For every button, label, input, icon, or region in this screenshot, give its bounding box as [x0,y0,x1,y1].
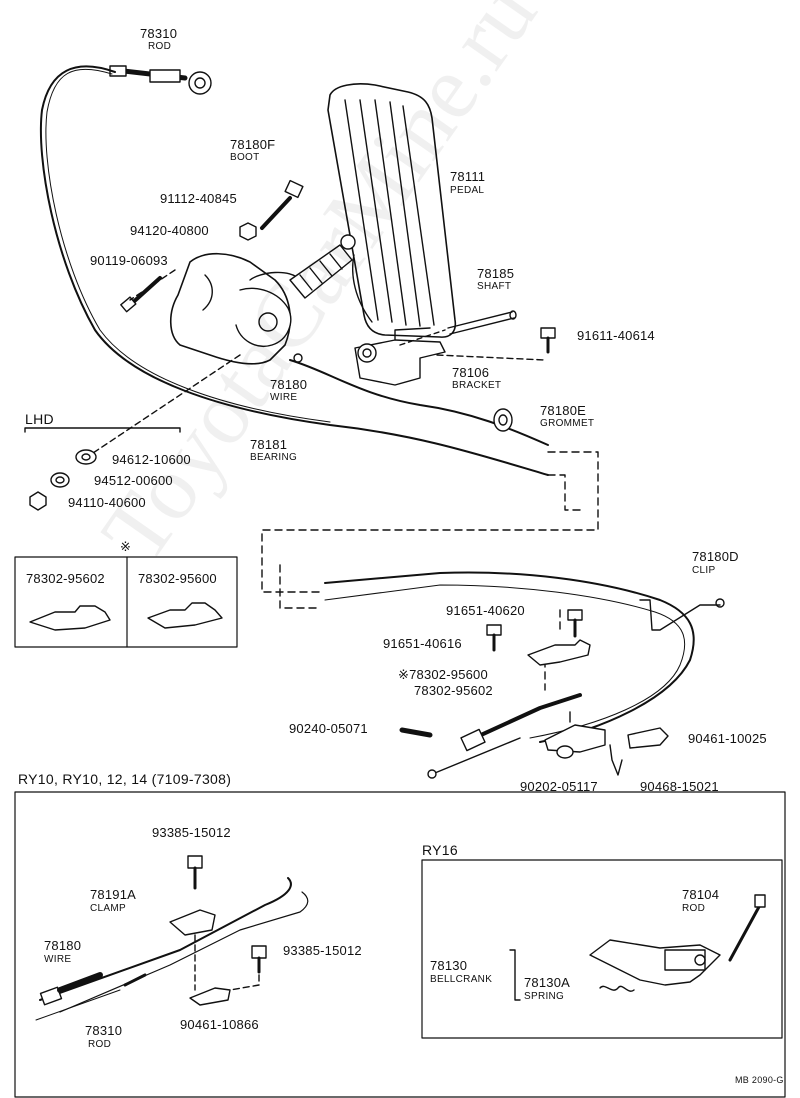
lhd-label: LHD [25,411,54,427]
part-90202-label: 90202-05117 [520,779,598,794]
part-78130A-label: 78130A [524,975,571,990]
bracket-78302 [527,639,591,666]
clip-label: CLIP [692,565,716,576]
shaft-label: SHAFT [477,281,512,292]
nut-94120 [239,222,257,241]
part-90119-label: 90119-06093 [90,253,168,268]
adjuster-rod [427,693,582,779]
part-78180-ry10-label: 78180 [44,938,82,953]
part-94612-label: 94612-10600 [112,452,191,467]
part-78185-label: 78185 [477,266,515,281]
nut-94512 [50,472,70,488]
bolt-91611 [436,327,556,361]
rod-ry16-label: ROD [682,903,706,914]
ry16-box [421,859,783,1039]
ry10-header: RY10, RY10, 12, 14 (7109-7308) [18,771,232,787]
rod-label: ROD [148,41,172,52]
wire-label: WIRE [270,392,298,403]
asterisk-mark: ※ [120,539,132,554]
pin-90240 [399,727,433,738]
part-93385-a-label: 93385-15012 [152,825,231,840]
washer-90202 [556,745,574,759]
grommet-78180E [493,408,513,432]
bearing-assembly-78181 [169,252,301,365]
part-78104-label: 78104 [682,887,720,902]
pedal-shaft-78185 [399,310,517,346]
bracket-variant-right-label: 78302-95600 [138,571,217,586]
part-78130-label: 78130 [430,958,468,973]
part-78310-label: 78310 [140,26,178,41]
grommet-label: GROMMET [540,418,595,429]
footer-code: MB 2090-G [735,1075,784,1085]
clamp-label: CLAMP [90,903,126,914]
pedal-label: PEDAL [450,185,485,196]
nut-94612 [75,449,97,465]
part-78106-label: 78106 [452,365,490,380]
bracket-label: BRACKET [452,380,502,391]
part-78111-label: 78111 [450,169,486,184]
pedal-bracket-78106 [354,327,446,386]
screw-90119 [120,276,162,313]
bracket-lower-mid [544,711,606,753]
rod-ry10-label: ROD [88,1039,112,1050]
part-78180-wire-label: 78180 [270,377,308,392]
part-94512-label: 94512-00600 [94,473,173,488]
part-78180E-label: 78180E [540,403,587,418]
part-91651-40616-label: 91651-40616 [383,636,462,651]
bracket-variant-left-label: 78302-95602 [26,571,105,586]
part-90468-label: 90468-15021 [640,779,719,794]
part-91651-40620-label: 91651-40620 [446,603,525,618]
wire-78180 [289,353,549,446]
boot-78180F [289,234,356,299]
part-78181-label: 78181 [250,437,288,452]
part-91611-label: 91611-40614 [577,328,655,343]
part-94120-label: 94120-40800 [130,223,209,238]
ry10-box [14,791,786,1098]
accelerator-rod-78310 [39,65,549,476]
bolt-91651-616 [486,624,502,652]
part-78302-95602-label: 78302-95602 [414,683,493,698]
cable-route-dashed [261,451,599,691]
cable-lower [324,571,725,743]
part-90240-label: 90240-05071 [289,721,368,736]
bearing-label: BEARING [250,452,298,463]
part-78180D-label: 78180D [692,549,739,564]
spring-label: SPRING [524,991,565,1002]
bolt-91651-620 [567,609,583,638]
part-93385-b-label: 93385-15012 [283,943,362,958]
part-78180F-label: 78180F [230,137,276,152]
part-90461-10866-label: 90461-10866 [180,1017,259,1032]
bracket-variants-box [14,556,238,648]
part-78191A-label: 78191A [90,887,137,902]
bellcrank-label: BELLCRANK [430,974,493,985]
accelerator-pedal-78111 [327,83,457,338]
bolt-91112 [260,179,304,230]
wire-ry10-label: WIRE [44,954,72,965]
part-94110-label: 94110-40600 [68,495,146,510]
part-90461-10025-label: 90461-10025 [688,731,767,746]
boot-label: BOOT [230,152,260,163]
part-91112-label: 91112-40845 [160,191,237,206]
clip-90461-10025 [627,727,669,749]
part-78310-ry10-label: 78310 [85,1023,123,1038]
nut-94110 [29,491,47,511]
ry16-header: RY16 [422,842,458,858]
part-78302-95600-label: ※78302-95600 [398,667,488,682]
pin-90468 [609,744,623,776]
